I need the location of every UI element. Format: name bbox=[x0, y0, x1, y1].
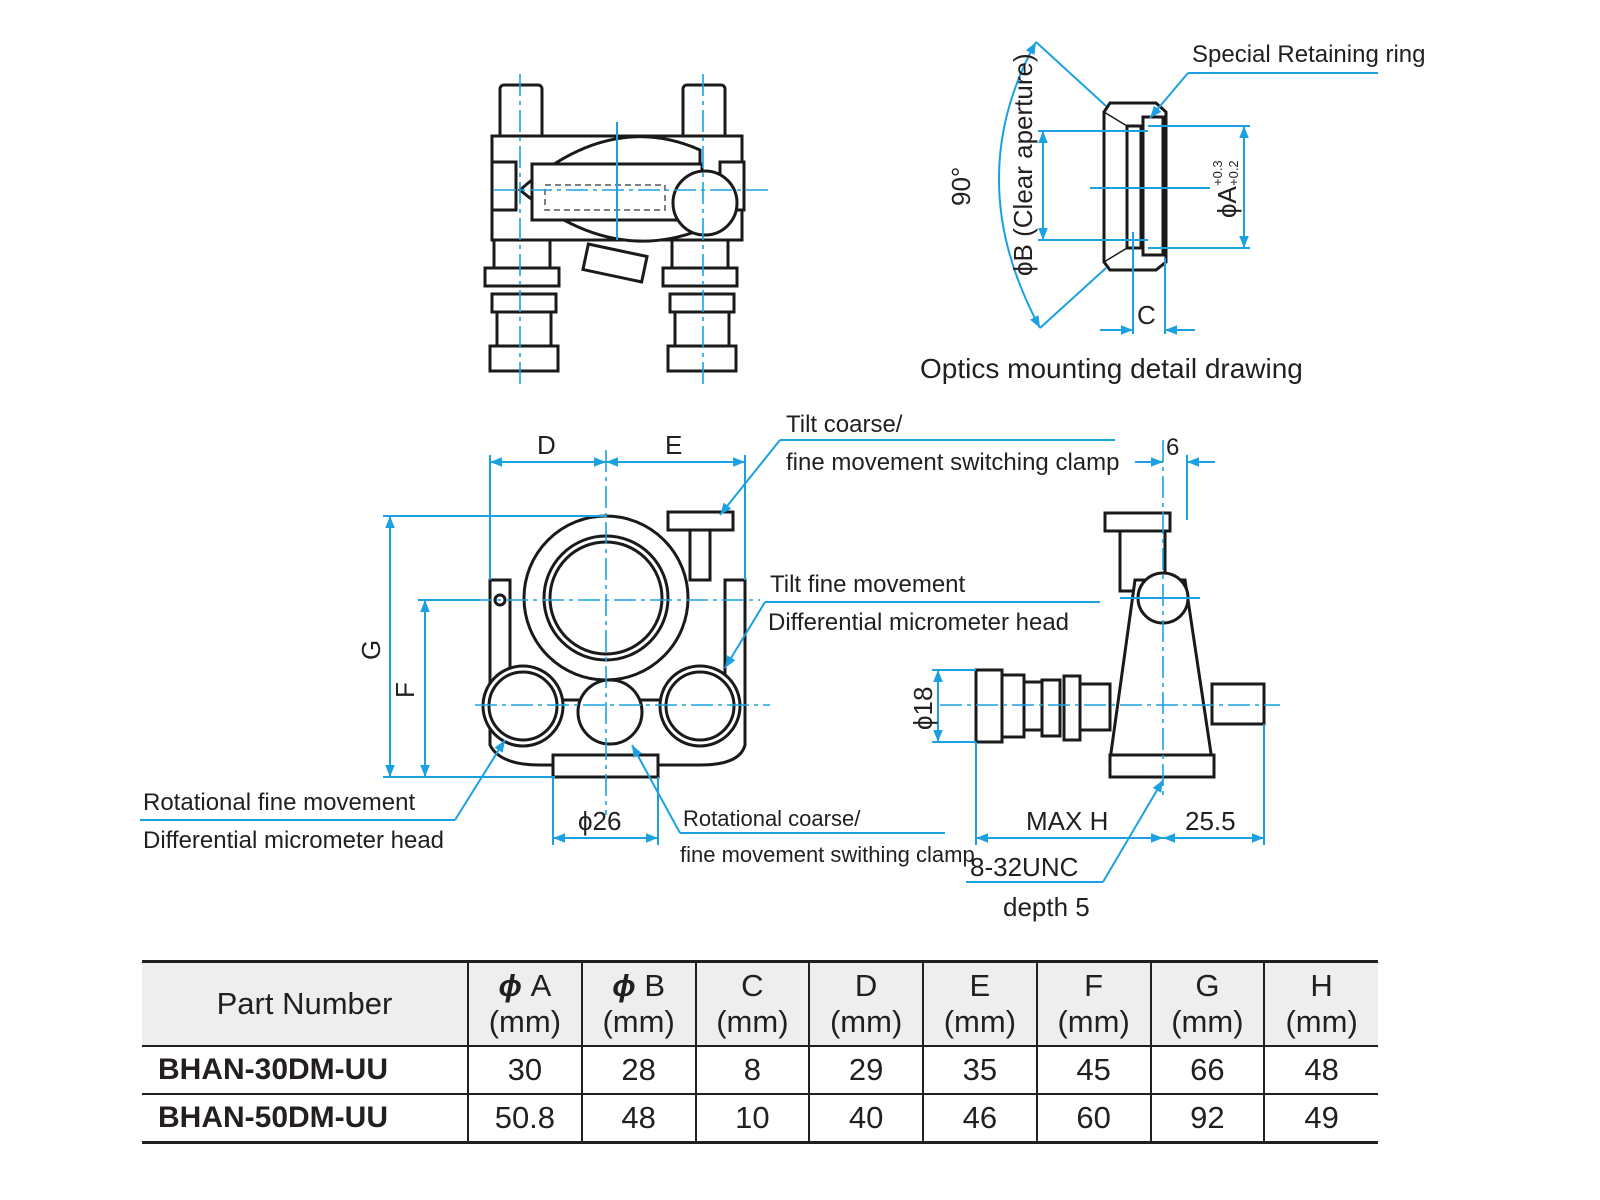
table-row: BHAN-50DM-UU 50.8 48 10 40 46 60 92 49 bbox=[142, 1093, 1378, 1144]
header-symbol: E bbox=[969, 968, 991, 1003]
phi-symbol: ϕ bbox=[612, 968, 636, 1003]
table-row: BHAN-30DM-UU 30 28 8 29 35 45 66 48 bbox=[142, 1045, 1378, 1095]
dim-d-label: D bbox=[537, 430, 556, 460]
header-f: F(mm) bbox=[1035, 960, 1152, 1047]
header-b: ϕ B(mm) bbox=[580, 960, 697, 1047]
header-c: C(mm) bbox=[694, 960, 811, 1047]
dim-maxh-label: MAX H bbox=[1026, 806, 1108, 836]
header-h: H(mm) bbox=[1263, 960, 1378, 1047]
callout-rot-fine-2: Differential micrometer head bbox=[143, 827, 444, 854]
value-cell: 50.8 bbox=[467, 1093, 583, 1144]
thread-label-1: 8-32UNC bbox=[970, 852, 1078, 882]
front-view: D E G F ϕ26 Tilt coarse/ fine movement s… bbox=[140, 411, 1119, 867]
header-unit: (mm) bbox=[1057, 1004, 1130, 1039]
callout-rot-clamp-1: Rotational coarse/ bbox=[683, 806, 861, 831]
dim-6-label: 6 bbox=[1166, 434, 1179, 461]
dim-phi18-label: ϕ18 bbox=[908, 687, 938, 730]
dim-g-label: G bbox=[356, 640, 386, 660]
header-symbol: G bbox=[1195, 968, 1220, 1003]
side-view: 6 ϕ18 MAX H 25.5 8-32UNC depth 5 bbox=[908, 434, 1280, 922]
header-part-number: Part Number bbox=[142, 960, 469, 1047]
value-cell: 30 bbox=[467, 1045, 583, 1095]
header-e: E(mm) bbox=[922, 960, 1038, 1047]
thread-label-2: depth 5 bbox=[1003, 892, 1090, 922]
dia-a-tol-upper: +0.3 bbox=[1210, 160, 1225, 186]
value-cell: 92 bbox=[1149, 1093, 1266, 1144]
value-cell: 29 bbox=[808, 1045, 924, 1095]
callout-tilt-fine-2: Differential micrometer head bbox=[768, 609, 1069, 636]
value-cell: 48 bbox=[580, 1093, 697, 1144]
clear-aperture-label: ϕB (Clear aperture) bbox=[1008, 53, 1038, 276]
value-cell: 49 bbox=[1263, 1093, 1378, 1144]
header-unit: (mm) bbox=[829, 1004, 903, 1039]
spec-table: Part Number ϕ A(mm) ϕ B(mm) C(mm) D(mm) … bbox=[142, 960, 1378, 1144]
detail-title: Optics mounting detail drawing bbox=[920, 353, 1303, 384]
callout-rot-fine-1: Rotational fine movement bbox=[143, 789, 415, 816]
dim-f-label: F bbox=[390, 682, 420, 698]
technical-drawing: 90° ϕB (Clear aperture) ϕA +0.3 +0.2 C S… bbox=[140, 41, 1425, 922]
header-symbol: B bbox=[644, 968, 666, 1003]
value-cell: 28 bbox=[580, 1045, 697, 1095]
dim-e-label: E bbox=[665, 430, 682, 460]
dim-base-label: ϕ26 bbox=[578, 806, 621, 836]
callout-tilt-clamp-2: fine movement switching clamp bbox=[786, 449, 1119, 476]
dim-25-5-label: 25.5 bbox=[1185, 806, 1236, 836]
table-header-row: Part Number ϕ A(mm) ϕ B(mm) C(mm) D(mm) … bbox=[142, 960, 1378, 1047]
dia-a-tol-lower: +0.2 bbox=[1226, 160, 1241, 186]
value-cell: 35 bbox=[922, 1045, 1038, 1095]
value-cell: 66 bbox=[1149, 1045, 1266, 1095]
value-cell: 46 bbox=[922, 1093, 1038, 1144]
header-symbol: D bbox=[854, 968, 878, 1003]
header-symbol: F bbox=[1084, 968, 1104, 1003]
dia-a-label: ϕA bbox=[1212, 185, 1242, 218]
header-unit: (mm) bbox=[716, 1004, 789, 1039]
top-view bbox=[483, 74, 772, 385]
header-symbol: A bbox=[530, 968, 552, 1003]
callout-tilt-fine-1: Tilt fine movement bbox=[770, 571, 966, 598]
value-cell: 60 bbox=[1035, 1093, 1152, 1144]
c-label: C bbox=[1137, 300, 1156, 330]
value-cell: 40 bbox=[808, 1093, 924, 1144]
header-unit: (mm) bbox=[1171, 1004, 1244, 1039]
retaining-ring-label: Special Retaining ring bbox=[1192, 41, 1425, 68]
part-number-cell: BHAN-50DM-UU bbox=[142, 1093, 469, 1144]
header-symbol: C bbox=[741, 968, 764, 1003]
header-g: G(mm) bbox=[1149, 960, 1266, 1047]
callout-rot-clamp-2: fine movement swithing clamp bbox=[680, 842, 975, 867]
header-d: D(mm) bbox=[808, 960, 924, 1047]
value-cell: 48 bbox=[1263, 1045, 1378, 1095]
value-cell: 45 bbox=[1035, 1045, 1152, 1095]
phi-symbol: ϕ bbox=[498, 968, 522, 1003]
header-unit: (mm) bbox=[602, 1004, 675, 1039]
callout-tilt-clamp-1: Tilt coarse/ bbox=[786, 411, 903, 438]
optics-detail: 90° ϕB (Clear aperture) ϕA +0.3 +0.2 C S… bbox=[920, 41, 1425, 384]
header-unit: (mm) bbox=[488, 1004, 562, 1039]
angle-label: 90° bbox=[946, 167, 976, 206]
header-unit: (mm) bbox=[943, 1004, 1017, 1039]
value-cell: 10 bbox=[694, 1093, 811, 1144]
header-a: ϕ A(mm) bbox=[467, 960, 583, 1047]
header-unit: (mm) bbox=[1285, 1004, 1358, 1039]
header-symbol: H bbox=[1310, 968, 1333, 1003]
value-cell: 8 bbox=[694, 1045, 811, 1095]
part-number-cell: BHAN-30DM-UU bbox=[142, 1045, 469, 1095]
